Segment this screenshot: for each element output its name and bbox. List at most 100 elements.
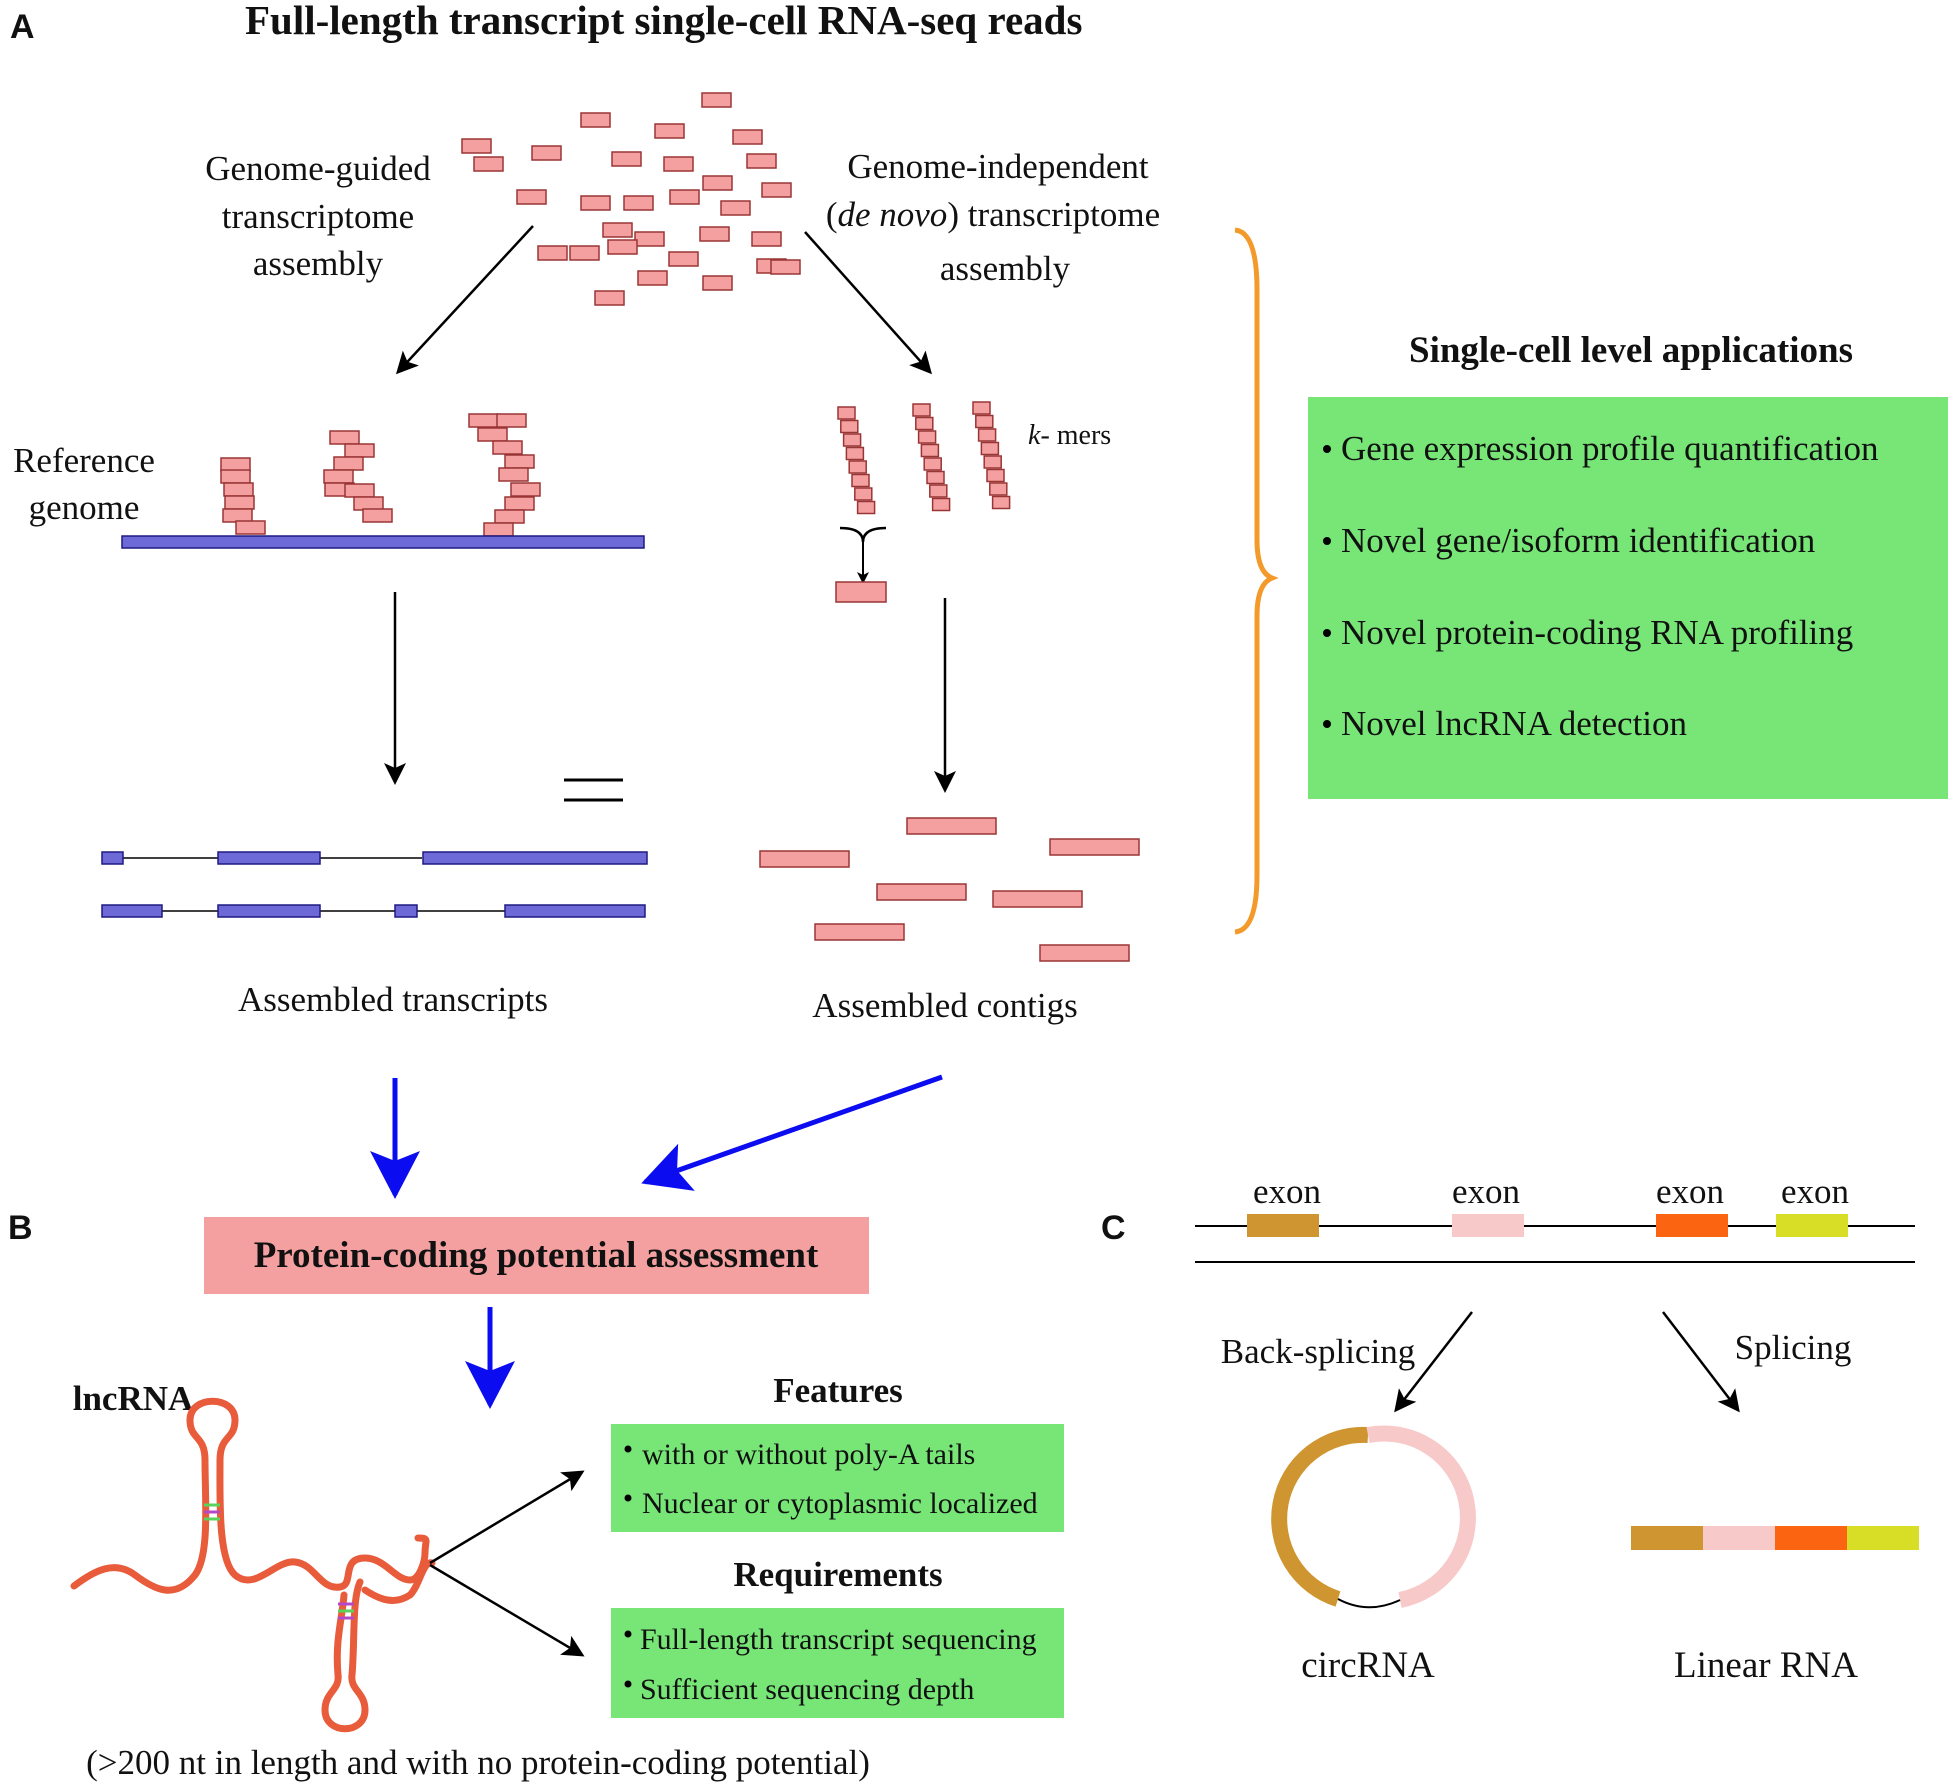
kmer-read	[854, 487, 873, 501]
assembled-transcript-1	[101, 851, 648, 865]
exon-label-3: exon	[1656, 1172, 1724, 1211]
read	[751, 231, 782, 247]
aligned-read	[224, 495, 255, 510]
bullet-icon	[1323, 720, 1331, 728]
read	[746, 153, 777, 169]
read	[531, 145, 562, 161]
assembled-contigs	[759, 817, 1140, 962]
aligned-read	[329, 430, 360, 445]
kmer-merge-brace-icon	[839, 526, 887, 543]
kmer-read	[977, 428, 997, 442]
curly-brace-icon	[1234, 227, 1279, 935]
linear-rna-label: Linear RNA	[1674, 1645, 1858, 1686]
assessment-label: Protein-coding potential assessment	[254, 1235, 819, 1276]
kmer-read	[856, 500, 876, 515]
features-arrow-icon	[429, 1470, 585, 1565]
bullet-icon	[1323, 537, 1331, 545]
application-item-1: Gene expression profile quantification	[1341, 429, 1878, 468]
splicing-label: Splicing	[1735, 1328, 1852, 1367]
feature-item-2: Nuclear or cytoplasmic localized	[642, 1487, 1038, 1520]
aligned-read	[496, 413, 527, 428]
read	[623, 195, 654, 211]
feature-item-1: with or without poly-A tails	[642, 1438, 975, 1471]
bullet-icon	[624, 1680, 632, 1688]
reference-genome-label-line1: Reference	[13, 441, 155, 480]
aligned-read	[353, 496, 384, 511]
kmer-read	[837, 406, 856, 420]
read	[580, 112, 611, 128]
aligned-read	[222, 508, 253, 523]
read	[663, 156, 694, 172]
read	[607, 239, 638, 255]
read	[720, 200, 751, 216]
requirement-item-1: Full-length transcript sequencing	[640, 1623, 1037, 1656]
application-item-4: Novel lncRNA detection	[1341, 704, 1687, 743]
bullet-icon	[624, 1494, 632, 1502]
aligned-read	[220, 457, 251, 472]
back-splicing-arrow-icon	[1394, 1311, 1473, 1413]
applications-title: Single-cell level applications	[1409, 330, 1853, 371]
aligned-read	[494, 509, 525, 524]
bullet-icon	[1323, 629, 1331, 637]
applications-box	[1308, 397, 1948, 799]
aligned-read	[504, 496, 535, 511]
genome-independent-arrow-icon	[804, 231, 932, 375]
kmers-label: k- mers	[1028, 420, 1111, 451]
contig	[906, 817, 997, 835]
aligned-read	[477, 427, 508, 442]
application-item-3: Novel protein-coding RNA profiling	[1341, 613, 1853, 652]
requirements-box	[611, 1608, 1064, 1718]
kmer-read	[931, 497, 951, 512]
features-box	[611, 1424, 1064, 1532]
read	[770, 259, 801, 275]
lncrna-label: lncRNA	[73, 1379, 194, 1418]
panel-a-title: Full-length transcript single-cell RNA-s…	[245, 0, 1082, 43]
lncrna-footnote: (>200 nt in length and with no protein-c…	[86, 1743, 870, 1782]
aligned-read	[362, 508, 393, 523]
panel-c-letter: C	[1101, 1209, 1126, 1247]
read	[580, 195, 611, 211]
read	[654, 123, 685, 139]
read	[516, 189, 547, 205]
contig	[1039, 944, 1130, 962]
bullet-icon	[624, 1630, 632, 1638]
contig	[992, 890, 1083, 908]
assembled-contigs-label: Assembled contigs	[812, 986, 1077, 1025]
genome-guided-label-line1: Genome-guided	[205, 149, 431, 188]
aligned-read	[492, 440, 523, 455]
kmer-read	[972, 401, 991, 415]
contig	[814, 923, 905, 941]
aligned-read	[323, 469, 354, 484]
aligned-read	[504, 454, 535, 469]
panel-b-letter: B	[8, 1209, 33, 1247]
exon-label-4: exon	[1781, 1172, 1849, 1211]
kmer-read	[920, 443, 940, 458]
exon-label-1: exon	[1253, 1172, 1321, 1211]
linear-rna-bar	[1631, 1526, 1919, 1550]
kmer-read	[840, 419, 859, 434]
read	[702, 275, 733, 291]
contig	[759, 850, 850, 868]
contig	[876, 883, 967, 901]
kmer-read	[926, 470, 945, 485]
read	[702, 175, 733, 191]
read	[537, 245, 568, 261]
assessment-box	[204, 1217, 869, 1294]
kmer-read	[986, 468, 1005, 483]
exon-1	[1247, 1214, 1319, 1237]
features-title: Features	[773, 1371, 903, 1410]
read	[611, 151, 642, 167]
requirements-title: Requirements	[733, 1555, 942, 1594]
read	[637, 270, 668, 286]
reference-genome-bar	[121, 535, 645, 549]
read	[634, 231, 665, 247]
aligned-read	[344, 443, 375, 458]
requirement-item-2: Sufficient sequencing depth	[640, 1673, 974, 1706]
kmer-read	[923, 457, 942, 471]
kmer-read	[915, 416, 934, 431]
kmer-read	[929, 484, 948, 498]
requirements-arrow-icon	[429, 1563, 585, 1657]
genome-independent-label-line3: assembly	[940, 249, 1071, 288]
application-item-2: Novel gene/isoform identification	[1341, 521, 1815, 560]
